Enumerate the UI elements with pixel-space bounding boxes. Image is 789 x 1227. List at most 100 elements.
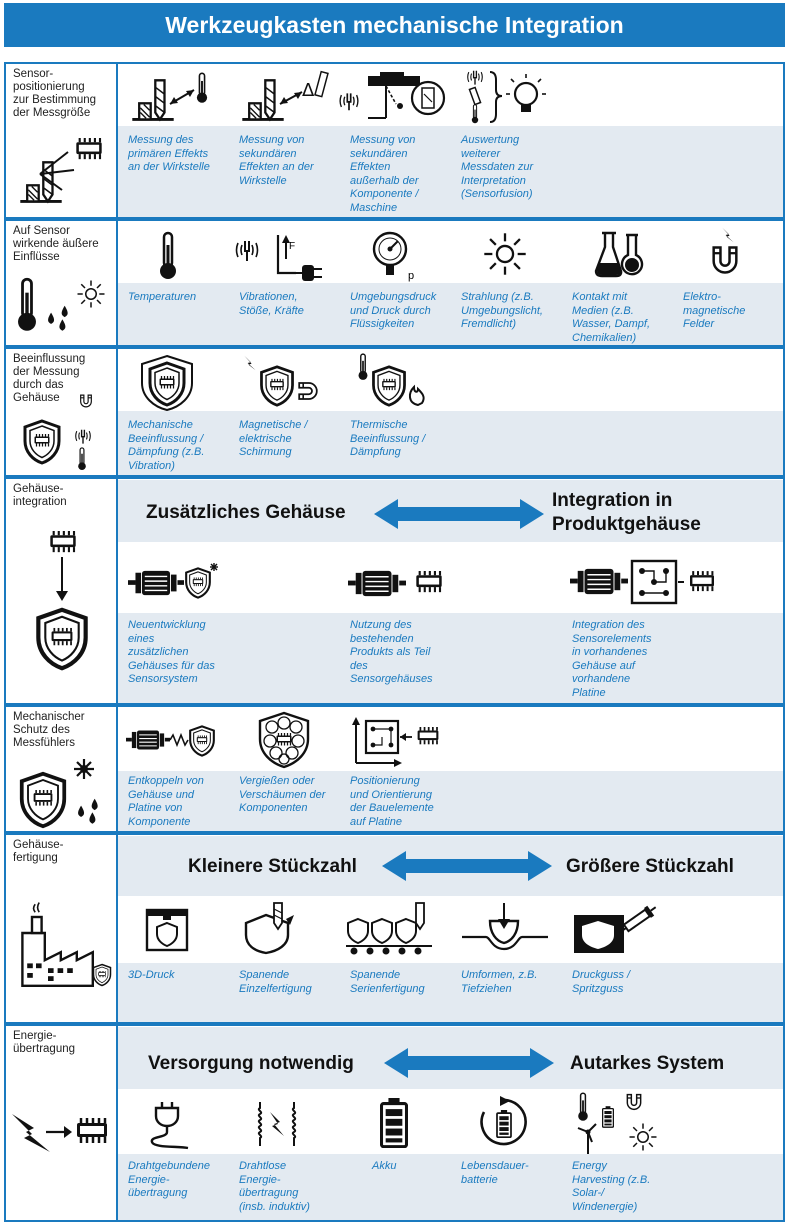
inductive-coils-icon xyxy=(257,1102,297,1146)
item-caption: Temperaturen xyxy=(128,291,197,303)
row-housing-influence: Beeinflussung der Messung durch das Gehä… xyxy=(4,347,785,477)
lifetime-battery-icon xyxy=(480,1096,527,1146)
scale-right-label: Autarkes System xyxy=(570,1053,725,1074)
chemistry-flasks-icon xyxy=(594,231,644,278)
plug-cable-icon xyxy=(150,1102,189,1150)
shield-chip-magnet-icon xyxy=(16,394,92,471)
item-caption: Spanende Serienfertigung xyxy=(350,969,425,995)
row-body: Entkoppeln von Gehäuse und Platine von K… xyxy=(118,707,783,831)
row-label-text: Gehäuse- integration xyxy=(13,483,67,508)
sensor-fusion-lightbulb-icon xyxy=(467,70,546,124)
row-body: Mechanische Beeinflussung / Dämpfung (z.… xyxy=(118,349,783,475)
magnet-lightning-icon xyxy=(712,227,738,274)
item-caption: Positionierung und Orientierung der Baue… xyxy=(350,775,434,828)
item-caption: Energy Harvesting (z.B. Solar-/ Windener… xyxy=(572,1160,651,1213)
deep-drawing-icon xyxy=(462,903,548,951)
factory-shield-icon xyxy=(20,901,114,988)
double-arrow-icon xyxy=(384,1048,554,1078)
row-label-text: Gehäuse- fertigung xyxy=(13,839,64,864)
svg-text:Δ: Δ xyxy=(302,80,315,101)
machine-vibration-magnifier-icon xyxy=(339,72,446,119)
item-caption: Magnetische / elektrische Schirmung xyxy=(239,419,308,458)
scale-right-label: Größere Stückzahl xyxy=(566,856,734,877)
shield-chip-icon xyxy=(141,354,193,412)
pressure-gauge-icon: p xyxy=(372,231,414,282)
die-casting-icon xyxy=(574,905,657,953)
row-body: Zusätzliches Gehäuse Integration in Prod… xyxy=(118,479,783,703)
row-energy-transfer: Energie- übertragung Versorgung notwendi… xyxy=(4,1024,785,1222)
row-label: Sensor- positionierung zur Bestimmung de… xyxy=(6,64,118,217)
row-label: Gehäuse- fertigung xyxy=(6,835,118,1022)
tool-on-workpiece-ruler-icon: Δ xyxy=(240,70,329,121)
chip-to-shield-icon xyxy=(30,531,94,671)
item-caption: Akku xyxy=(372,1160,397,1172)
3d-printer-icon xyxy=(145,908,189,952)
svg-text:F: F xyxy=(289,241,295,252)
item-caption: Strahlung (z.B. Umgebungslicht, Fremdlic… xyxy=(461,291,543,330)
item-caption: Vibrationen, Stöße, Kräfte xyxy=(239,291,304,317)
row-label-text: Mechanischer Schutz des Messfühlers xyxy=(13,711,85,749)
caption-band xyxy=(118,771,783,831)
item-caption: Nutzung des bestehenden Produkts als Tei… xyxy=(350,619,433,685)
item-caption: Thermische Beeinflussung / Dämpfung xyxy=(350,419,426,458)
motor-spring-shield-icon xyxy=(126,721,218,761)
row-label: Energie- übertragung xyxy=(6,1026,118,1220)
page-title: Werkzeugkasten mechanische Integration xyxy=(4,3,785,47)
double-arrow-icon xyxy=(374,499,544,529)
row-external-influences: Auf Sensor wirkende äußere Einflüsse Tem… xyxy=(4,219,785,347)
item-caption: Drahtlose Energie- übertragung (insb. in… xyxy=(239,1160,310,1213)
item-caption: Auswertung weiterer Messdaten zur Interp… xyxy=(461,134,534,200)
row-label-text: Auf Sensor wirkende äußere Einflüsse xyxy=(13,225,99,263)
caption-band xyxy=(118,126,783,217)
caption-band xyxy=(118,1154,783,1220)
row-body: Versorgung notwendig Autarkes System Dra… xyxy=(118,1026,783,1220)
row-label-text: Energie- übertragung xyxy=(13,1030,76,1055)
scale-right-label: Integration in Produktgehäuse xyxy=(552,490,701,535)
milling-series-icon xyxy=(346,902,432,955)
item-caption: Umgebungsdruck und Druck durch Flüssigke… xyxy=(350,291,437,330)
shield-flame-icon xyxy=(357,353,425,409)
row-label-text: Beeinflussung der Messung durch das Gehä… xyxy=(13,353,86,404)
svg-text:p: p xyxy=(408,270,414,282)
row-body: Kleinere Stückzahl Größere Stückzahl 3D-… xyxy=(118,835,783,1022)
row-mechanical-protection: Mechanischer Schutz des Messfühlers Entk… xyxy=(4,705,785,833)
row-sensor-positioning: Sensor- positionierung zur Bestimmung de… xyxy=(4,62,785,219)
row-label: Mechanischer Schutz des Messfühlers xyxy=(6,707,118,831)
item-caption: Mechanische Beeinflussung / Dämpfung (z.… xyxy=(128,419,205,472)
tool-measurement-icon xyxy=(18,138,103,203)
row-label: Beeinflussung der Messung durch das Gehä… xyxy=(6,349,118,475)
item-caption: Neuentwicklung eines zusätzlichen Gehäus… xyxy=(128,619,215,685)
milling-single-icon xyxy=(244,902,294,955)
item-caption: Lebensdauer- batterie xyxy=(461,1160,529,1186)
scale-left-label: Zusätzliches Gehäuse xyxy=(146,502,346,523)
thermometer-icon xyxy=(158,231,178,281)
row-body: Messung des primären Effekts an der Wirk… xyxy=(118,64,783,217)
item-caption: Kontakt mit Medien (z.B. Wasser, Dampf, … xyxy=(572,291,651,344)
item-caption: 3D-Druck xyxy=(128,969,175,981)
item-caption: Vergießen oder Verschäumen der Komponent… xyxy=(239,775,326,814)
scale-left-label: Kleinere Stückzahl xyxy=(188,856,357,877)
item-caption: Messung von sekundären Effekten außerhal… xyxy=(350,134,419,214)
energy-harvesting-icon xyxy=(577,1092,658,1154)
foam-shield-icon xyxy=(258,711,310,769)
item-caption: Elektro- magnetische Felder xyxy=(683,291,746,330)
item-caption: Entkoppeln von Gehäuse und Platine von K… xyxy=(128,775,204,828)
caption-band xyxy=(118,411,783,475)
item-caption: Umformen, z.B. Tiefziehen xyxy=(461,969,538,995)
row-body: Temperaturen F Vibrationen, Stöße, Kräft… xyxy=(118,221,783,345)
vibration-force-plug-icon: F xyxy=(235,235,322,281)
row-label-text: Sensor- positionierung zur Bestimmung de… xyxy=(13,68,97,119)
row-label: Gehäuse- integration xyxy=(6,479,118,703)
motor-board-chip-icon xyxy=(570,559,716,605)
tool-on-workpiece-thermometer-icon xyxy=(130,72,209,121)
motor-shield-chip-icon xyxy=(128,563,218,605)
row-housing-manufacturing: Gehäuse- fertigung Kleinere Stückzahl Gr… xyxy=(4,833,785,1024)
double-arrow-icon xyxy=(382,851,552,881)
shield-magnet-icon xyxy=(244,355,318,409)
scale-left-label: Versorgung notwendig xyxy=(148,1053,354,1074)
item-caption: Spanende Einzelfertigung xyxy=(239,969,312,995)
row-housing-integration: Gehäuse- integration Zusätzliches Gehäus… xyxy=(4,477,785,705)
battery-icon xyxy=(380,1098,408,1148)
caption-band xyxy=(118,283,783,345)
board-orientation-icon xyxy=(352,717,440,767)
